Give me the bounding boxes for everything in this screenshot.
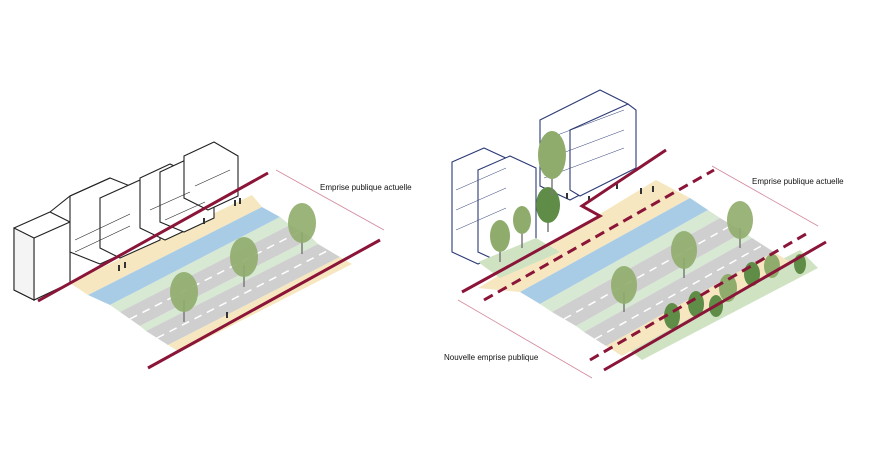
- dimension-line-current-right: [711, 165, 819, 227]
- trees-current: [170, 203, 316, 322]
- label-current-right-of-way: Emprise publique actuelle: [320, 183, 412, 192]
- boundary-current-north-dashed: [483, 168, 715, 302]
- tree: [671, 231, 697, 278]
- existing-buildings: [13, 141, 239, 301]
- tree: [538, 131, 566, 196]
- pedestrians-proposed: [566, 184, 654, 202]
- boundary-line-south: [147, 238, 381, 370]
- label-current-right-of-way-right: Emprise publique actuelle: [752, 177, 844, 186]
- tree: [170, 272, 198, 322]
- tree: [513, 206, 531, 248]
- boundary-new-north: [461, 148, 667, 294]
- boundary-line-north: [37, 171, 269, 303]
- roadway-east: [146, 244, 340, 345]
- tree: [727, 201, 753, 248]
- bike-lane-new: [520, 198, 708, 304]
- median-strip-new: [540, 210, 720, 312]
- tree: [490, 220, 510, 262]
- tree: [230, 237, 258, 287]
- roadway-median-new: [576, 232, 752, 332]
- boundary-new-south: [603, 240, 827, 372]
- label-new-right-of-way: Nouvelle emprise publique: [444, 353, 539, 362]
- lane-markings-new: [563, 224, 764, 340]
- tree: [288, 203, 316, 254]
- boundary-current-south-dashed: [589, 232, 807, 362]
- tree: [688, 291, 704, 317]
- dimension-line-new: [457, 299, 593, 379]
- proposed-state-panel: Emprise publique actuelle Nouvelle empri…: [444, 89, 844, 379]
- dimension-line-current: [275, 169, 385, 231]
- bike-lane: [88, 207, 280, 305]
- tree: [536, 187, 560, 232]
- lane-markings: [129, 230, 330, 339]
- tree: [611, 266, 637, 312]
- current-state-panel: Emprise publique actuelle: [13, 141, 412, 370]
- roadway-east-new: [584, 238, 774, 346]
- roadway-west: [120, 225, 312, 326]
- trees-proposed: [490, 131, 806, 329]
- pedestrians-current: [118, 198, 241, 318]
